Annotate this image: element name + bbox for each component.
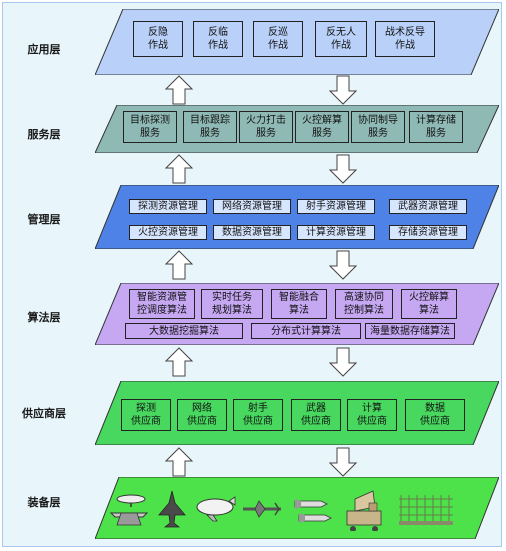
- algo-item-massive-storage: 海量数据存储算法: [365, 323, 455, 339]
- arrow-down-icon: [329, 250, 357, 280]
- algo-item-fire-control-solving: 火控解算 算法: [401, 289, 457, 319]
- management-layer-band: 探测资源管理 网络资源管理 射手资源管理 武器资源管理 火控资源管理 数据资源管…: [95, 185, 499, 249]
- mgmt-item-storage: 存储资源管理: [389, 225, 467, 240]
- architecture-diagram: 应用层 反隐 作战 反临 作战 反巡 作战 反无人 作战 战术反导 作战 服务层…: [2, 2, 502, 547]
- supplier-layer-band: 探测 供应商 网络 供应商 射手 供应商 武器 供应商 计算 供应商 数据 供应…: [95, 381, 499, 445]
- supplier-item-shooter: 射手 供应商: [233, 399, 283, 431]
- algo-item-intelligent-scheduling: 智能资源管 控调度算法: [129, 289, 195, 319]
- mgmt-item-data: 数据资源管理: [213, 225, 291, 240]
- service-item-fire-control: 火控解算 服务: [295, 111, 349, 143]
- app-item-anti-stealth: 反隐 作战: [133, 21, 183, 57]
- layer-label-algorithm: 算法层: [27, 311, 61, 324]
- arrow-down-icon: [329, 154, 357, 184]
- arrow-down-icon: [329, 347, 357, 377]
- layer-label-application: 应用层: [27, 43, 61, 56]
- layer-label-service: 服务层: [27, 128, 61, 141]
- app-item-tactical-missile-defense: 战术反导 作战: [375, 21, 435, 57]
- algorithm-layer-band: 智能资源管 控调度算法 实时任务 规划算法 智能融合 算法 高速协同 控制算法 …: [95, 283, 499, 345]
- service-item-compute-storage: 计算存储 服务: [409, 111, 463, 143]
- arrow-up-icon: [165, 447, 193, 477]
- layer-label-equipment: 装备层: [27, 496, 61, 509]
- service-item-fire-strike: 火力打击 服务: [239, 111, 293, 143]
- supplier-item-detection: 探测 供应商: [121, 399, 171, 431]
- application-layer-band: 反隐 作战 反临 作战 反巡 作战 反无人 作战 战术反导 作战: [95, 9, 499, 75]
- layer-label-management: 管理层: [27, 213, 61, 226]
- service-layer-band: 目标探测 服务 目标跟踪 服务 火力打击 服务 火控解算 服务 协同制导 服务 …: [95, 105, 499, 153]
- supplier-item-compute: 计算 供应商: [347, 399, 397, 431]
- supplier-item-data: 数据 供应商: [405, 399, 465, 431]
- arrow-up-icon: [165, 347, 193, 377]
- radar-station-icon: [346, 490, 382, 531]
- antenna-array-icon: [399, 495, 453, 525]
- service-item-target-tracking: 目标跟踪 服务: [183, 111, 237, 143]
- algo-item-intelligent-fusion: 智能融合 算法: [271, 289, 327, 319]
- arrow-up-icon: [165, 250, 193, 280]
- awacs-aircraft-icon: [109, 494, 149, 526]
- fighter-jet-icon: [158, 490, 186, 528]
- arrow-up-icon: [165, 75, 193, 105]
- service-item-target-detection: 目标探测 服务: [123, 111, 177, 143]
- supplier-item-weapon: 武器 供应商: [291, 399, 341, 431]
- mgmt-item-shooter: 射手资源管理: [297, 199, 375, 214]
- arrow-down-icon: [329, 447, 357, 477]
- mgmt-item-network: 网络资源管理: [213, 199, 291, 214]
- layer-label-supplier: 供应商层: [22, 407, 66, 420]
- arrow-down-icon: [329, 75, 357, 105]
- missile-icon: [294, 499, 332, 523]
- equipment-layer-band: [95, 477, 499, 539]
- mgmt-item-detection: 探测资源管理: [129, 199, 207, 214]
- service-item-cooperative-guidance: 协同制导 服务: [351, 111, 405, 143]
- drone-icon: [243, 500, 281, 518]
- app-item-anti-uav: 反无人 作战: [315, 21, 367, 57]
- app-item-anti-near-space: 反临 作战: [193, 21, 243, 57]
- mgmt-item-compute: 计算资源管理: [297, 225, 375, 240]
- supplier-item-network: 网络 供应商: [177, 399, 227, 431]
- algo-item-cooperative-control: 高速协同 控制算法: [335, 289, 393, 319]
- algo-item-big-data-mining: 大数据挖掘算法: [125, 323, 243, 339]
- mgmt-item-weapon: 武器资源管理: [389, 199, 467, 214]
- arrow-up-icon: [165, 154, 193, 184]
- algo-item-distributed-computing: 分布式计算算法: [251, 323, 361, 339]
- airship-icon: [196, 496, 236, 522]
- app-item-anti-cruise: 反巡 作战: [253, 21, 303, 57]
- algo-item-realtime-planning: 实时任务 规划算法: [201, 289, 263, 319]
- mgmt-item-fire-control: 火控资源管理: [129, 225, 207, 240]
